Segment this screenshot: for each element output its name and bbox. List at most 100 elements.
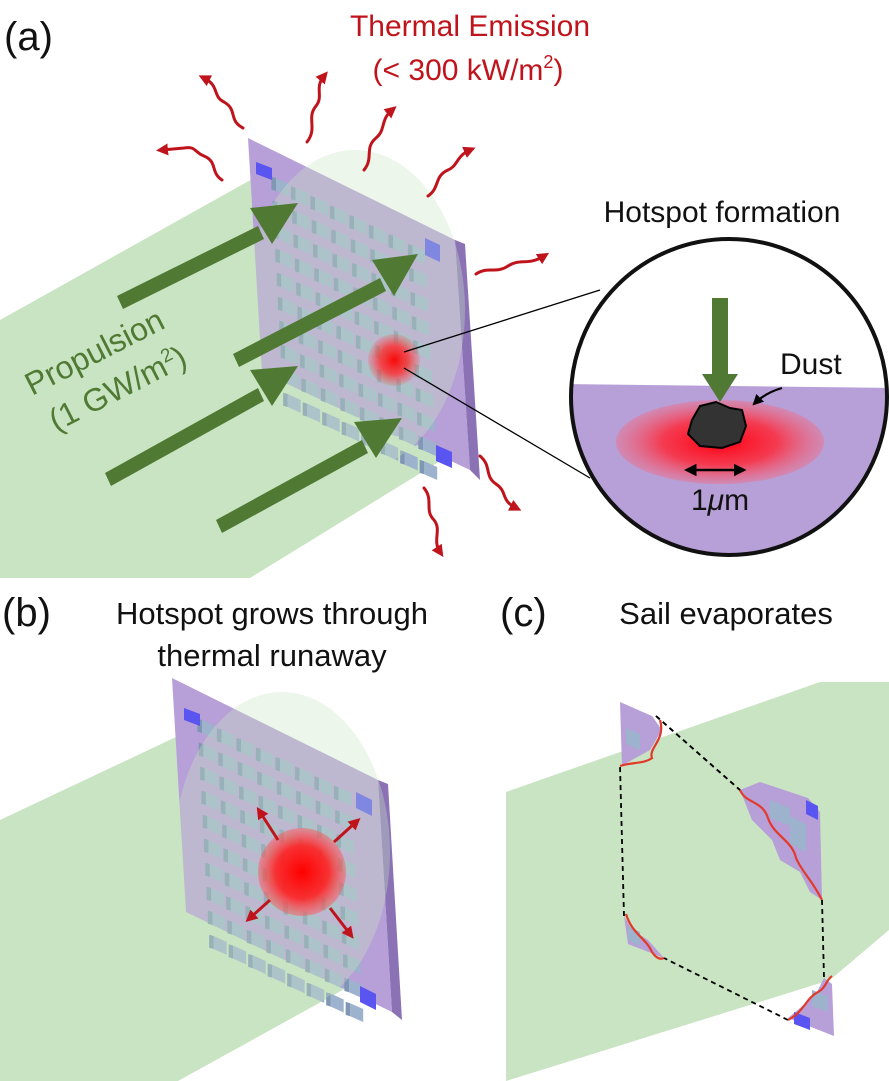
sail-fragment: [738, 782, 823, 901]
pillar-side: [275, 757, 280, 772]
pillar: [355, 240, 369, 260]
pillar-side: [374, 320, 379, 335]
pillar: [347, 955, 361, 975]
pillar-side: [341, 421, 347, 436]
pillar: [416, 317, 430, 337]
pillar: [309, 960, 323, 979]
pillar: [342, 350, 356, 370]
pillar: [276, 178, 289, 197]
panel-a-tag: (a): [4, 15, 53, 59]
pillar: [354, 216, 367, 236]
pillar: [296, 211, 310, 231]
pillar: [385, 442, 399, 461]
pillar-side: [297, 814, 303, 829]
pillar-side: [290, 186, 296, 201]
pillar: [282, 298, 296, 317]
panel-c-title: Sail evaporates: [619, 596, 833, 631]
pillar: [422, 437, 436, 457]
emission-arrow: [362, 106, 397, 172]
pillar-side: [240, 809, 245, 825]
pillar-side: [350, 239, 356, 254]
pillar: [350, 1003, 364, 1023]
pillar: [307, 912, 321, 931]
evaporated-outline: [619, 715, 825, 1021]
thermal-emission-arrows: [156, 71, 550, 557]
pillar: [241, 739, 254, 759]
pillar-side: [326, 992, 331, 1007]
emission-value: (< 300 kW/m2): [373, 52, 564, 87]
pillar: [341, 835, 355, 855]
pillar-side: [322, 411, 327, 427]
pillar-side: [409, 267, 414, 283]
laser-beam-c: [506, 682, 889, 1081]
pillar-side: [266, 939, 271, 954]
pillar: [204, 768, 218, 787]
pillar-side: [410, 291, 416, 307]
pillar: [393, 235, 406, 255]
propulsion-arrows: [105, 203, 418, 533]
pillar-side: [357, 359, 362, 374]
pillar: [233, 945, 247, 965]
inset-title: Hotspot formation: [604, 196, 841, 229]
pillar: [373, 226, 387, 245]
pillar: [403, 427, 417, 447]
pillar-side: [336, 325, 341, 340]
pillar: [324, 365, 338, 385]
sail-fragment: [624, 913, 665, 960]
growth-arrow: [328, 907, 354, 939]
emission-arrow: [198, 75, 245, 130]
pillar: [221, 729, 235, 749]
pillar: [251, 931, 265, 951]
pillar-side: [259, 819, 265, 834]
pillar: [299, 768, 313, 787]
pillar: [208, 840, 222, 859]
pillar: [260, 748, 274, 768]
pillar-side: [313, 243, 318, 259]
pillar-side: [275, 248, 280, 263]
pillar-side: [310, 195, 315, 211]
pillar: [228, 849, 241, 869]
pillar: [244, 811, 258, 831]
pillar: [242, 763, 256, 783]
pillar-side: [276, 781, 282, 796]
pillar-side: [335, 809, 340, 825]
pillar-side: [207, 910, 213, 925]
corner-pillar-a: [425, 238, 440, 262]
pillar: [337, 254, 351, 274]
pillar-side: [205, 862, 210, 877]
pillar-side: [296, 790, 301, 805]
pillar-side: [284, 925, 290, 940]
hotspot-large: [258, 828, 346, 916]
corner-pillar-a: [256, 162, 272, 180]
pillar: [329, 969, 343, 989]
pillar-side: [372, 296, 378, 311]
pillar: [247, 859, 261, 879]
pillar-side: [320, 387, 326, 403]
pillar-side: [333, 785, 339, 801]
metasurface-grid-b: [197, 718, 364, 1023]
pillar-side: [340, 397, 345, 412]
sail-fragment: [619, 702, 663, 768]
pillar: [330, 993, 344, 1013]
pillar: [412, 245, 426, 265]
pillar-side: [337, 349, 343, 364]
pillar: [281, 274, 295, 293]
propulsion-arrow: [105, 366, 298, 486]
pillar: [413, 269, 427, 289]
pillar-side: [300, 354, 305, 369]
pillar: [382, 394, 396, 413]
pillar-side: [241, 833, 247, 849]
pillar-side: [292, 210, 297, 225]
pillar-side: [265, 915, 270, 930]
pillar: [278, 226, 292, 245]
pillar-side: [223, 848, 228, 863]
pillar-side: [228, 944, 234, 959]
pillar-side: [224, 872, 230, 887]
pillar-side: [278, 805, 283, 820]
pillar: [315, 197, 328, 217]
pillar-side: [301, 378, 306, 393]
pillar-side: [419, 459, 425, 475]
pillar: [325, 389, 339, 409]
pillar: [279, 250, 293, 269]
emission-arrow: [478, 454, 522, 511]
